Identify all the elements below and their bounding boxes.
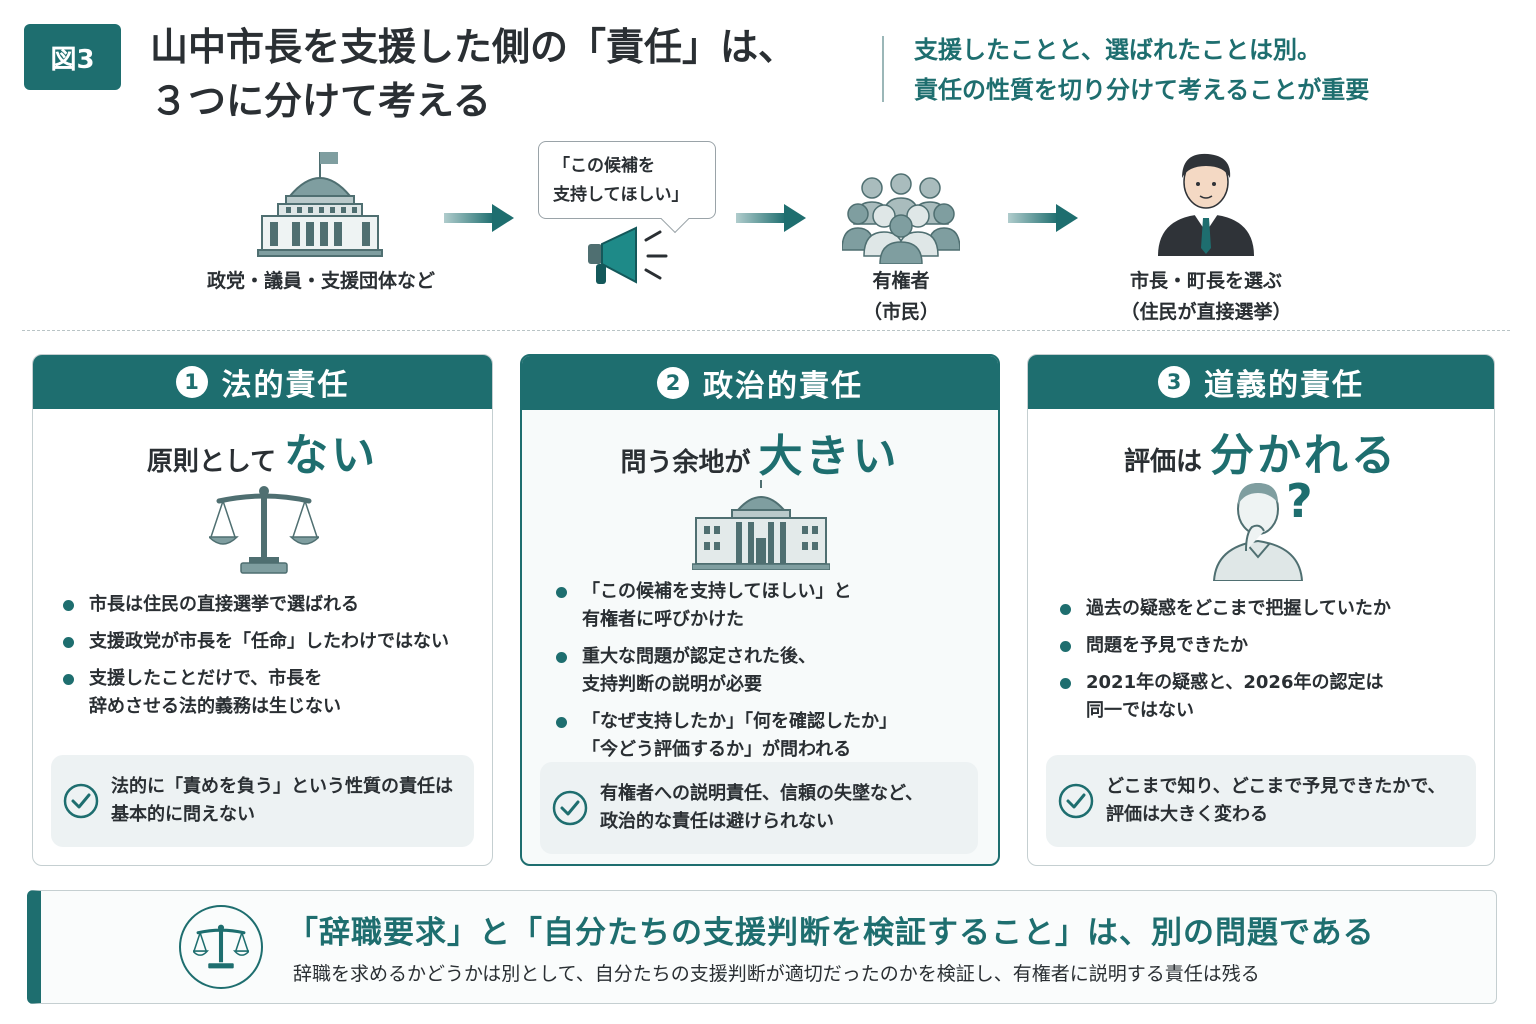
bullet-text: 「なぜ支持したか」「何を確認したか」 [582,711,897,732]
card-1-header: 1 法的責任 [33,355,492,409]
header-divider [882,36,884,102]
card-3-header: 3 道義的責任 [1028,355,1494,409]
list-item: 市長は住民の直接選挙で選ばれる [61,591,449,619]
card-2-bullets: 「この候補を支持してほしい」と有権者に呼びかけた 重大な問題が認定された後、支持… [554,578,897,773]
note-line-1: 法的に「責めを負う」という性質の責任は [111,776,453,797]
card-3-note: どこまで知り、どこまで予見できたかで、 評価は大きく変わる [1046,755,1476,847]
section-divider [22,330,1510,331]
card-2-heading: 政治的責任 [703,369,863,404]
bullet-text: 問題を予見できたか [1086,635,1248,656]
flow-step3-label: 有権者 （市民） [840,266,962,328]
card-1-bullets: 市長は住民の直接選挙で選ばれる 支援政党が市長を「任命」したわけではない 支援し… [61,591,449,730]
card-moral-responsibility: 3 道義的責任 評価は分かれる ? 過去の疑惑をどこまで把握していたか 問題を予… [1027,354,1495,866]
card-3-bullets: 過去の疑惑をどこまで把握していたか 問題を予見できたか 2021年の疑惑と、20… [1058,595,1391,734]
card-1-sub-big: ない [284,430,379,481]
figure-badge: 図3 [24,24,121,90]
flow-step1-text: 政党・議員・支援団体など [206,270,435,292]
check-circle-icon [63,783,99,819]
subtitle: 支援したことと、選ばれたことは別。 責任の性質を切り分けて考えることが重要 [914,30,1514,110]
note-line-2: 政治的な責任は避けられない [600,811,834,832]
card-3-sub-small: 評価は [1123,447,1202,477]
banner-scales-container [179,905,263,989]
list-item: 2021年の疑惑と、2026年の認定は同一ではない [1058,669,1391,725]
subtitle-line-2: 責任の性質を切り分けて考えることが重要 [914,76,1370,104]
card-1-note: 法的に「責めを負う」という性質の責任は 基本的に問えない [51,755,474,847]
card-1-sub-small: 原則として [146,447,277,477]
list-item: 過去の疑惑をどこまで把握していたか [1058,595,1391,623]
card-1-heading: 法的責任 [221,368,350,403]
check-circle-icon [552,790,588,826]
card-3-sub-big: 分かれる [1210,430,1398,481]
note-line-2: 評価は大きく変わる [1106,804,1268,825]
card-1-note-text: 法的に「責めを負う」という性質の責任は 基本的に問えない [111,773,453,829]
note-line-1: どこまで知り、どこまで予見できたかで、 [1106,776,1446,797]
list-item: 問題を予見できたか [1058,632,1391,660]
flow-step3-line-1: 有権者 [872,270,930,292]
bullet-text: 重大な問題が認定された後、 [582,646,816,667]
list-item: 「この候補を支持してほしい」と有権者に呼びかけた [554,578,897,634]
mayor-avatar-icon [1158,153,1254,256]
note-line-1: 有権者への説明責任、信頼の失墜など、 [600,783,924,804]
svg-text:?: ? [1286,477,1313,528]
title-line-1: 山中市長を支援した側の「責任」は、 [150,25,797,69]
speech-bubble: 「この候補を 支持してほしい」 [538,141,716,234]
list-item: 重大な問題が認定された後、支持判断の説明が必要 [554,643,897,699]
conclusion-banner: 「辞職要求」と「自分たちの支援判断を検証すること」は、別の問題である 辞職を求め… [27,890,1497,1004]
megaphone-icon [588,226,668,284]
thinking-person-icon: ? [1212,477,1313,581]
crowd-icon [842,173,960,264]
card-legal-responsibility: 1 法的責任 原則としてない 市長は住民の直接選挙で選ばれる 支援政党が市長を「… [32,354,493,866]
scales-icon [193,924,249,969]
card-1-number: 1 [175,366,208,398]
card-2-number: 2 [657,367,689,399]
page-title: 山中市長を支援した側の「責任」は、 ３つに分けて考える [150,20,870,128]
bullet-text-cont: 有権者に呼びかけた [582,609,744,630]
bullet-text: 支援政党が市長を「任命」したわけではない [89,631,449,652]
card-3-summary: 評価は分かれる [1028,419,1494,483]
parliament-building-icon [257,152,383,257]
bullet-text: 「この候補を支持してほしい」と [582,581,852,602]
list-item: 支援政党が市長を「任命」したわけではない [61,628,449,656]
card-2-summary: 問う余地が大きい [522,420,998,484]
flow-arrow-1 [444,204,514,232]
list-item: 「なぜ支持したか」「何を確認したか」「今どう評価するか」が問われる [554,708,897,764]
government-building-icon [692,480,830,570]
note-line-2: 基本的に問えない [111,804,255,825]
banner-title: 「辞職要求」と「自分たちの支援判断を検証すること」は、別の問題である [287,915,1375,951]
speech-line-2: 支持してほしい」 [553,185,689,205]
subtitle-line-1: 支援したことと、選ばれたことは別。 [914,36,1322,64]
bullet-text-cont: 「今どう評価するか」が問われる [582,739,852,760]
flow-step4-label: 市長・町長を選ぶ （住民が直接選挙） [1106,266,1306,328]
scales-icon [209,486,319,574]
card-2-note-text: 有権者への説明責任、信頼の失墜など、 政治的な責任は避けられない [600,780,923,836]
card-3-note-text: どこまで知り、どこまで予見できたかで、 評価は大きく変わる [1106,773,1445,829]
card-2-note: 有権者への説明責任、信頼の失墜など、 政治的な責任は避けられない [540,762,978,854]
flow-step3-line-2: （市民） [862,301,939,323]
flow-step4-line-1: 市長・町長を選ぶ [1129,270,1282,292]
bullet-text-cont: 同一ではない [1086,700,1194,721]
flow-step4-line-2: （住民が直接選挙） [1120,301,1292,323]
card-2-sub-small: 問う余地が [620,448,751,478]
flow-arrow-2 [736,204,806,232]
bullet-text: 市長は住民の直接選挙で選ばれる [89,594,359,615]
card-3-number: 3 [1158,366,1190,398]
bullet-text-cont: 辞めさせる法的義務は生じない [89,696,341,717]
title-line-2: ３つに分けて考える [150,79,491,123]
bullet-text-cont: 支持判断の説明が必要 [582,674,762,695]
bullet-text: 支援したことだけで、市長を [89,668,323,689]
bullet-text: 2021年の疑惑と、2026年の認定は [1086,672,1384,693]
card-1-summary: 原則としてない [33,419,492,483]
banner-text: 辞職を求めるかどうかは別として、自分たちの支援判断が適切だったのかを検証し、有権… [293,963,1260,985]
bullet-text: 過去の疑惑をどこまで把握していたか [1086,598,1391,619]
list-item: 支援したことだけで、市長を辞めさせる法的義務は生じない [61,665,449,721]
card-2-header: 2 政治的責任 [522,356,998,410]
card-3-heading: 道義的責任 [1204,368,1364,403]
flow-step1-label: 政党・議員・支援団体など [196,266,446,297]
card-political-responsibility: 2 政治的責任 問う余地が大きい 「この候補を支持してほしい」と有権者に呼びかけ… [520,354,1000,866]
card-2-sub-big: 大きい [758,431,900,482]
speech-line-1: 「この候補を [553,156,655,176]
check-circle-icon [1058,783,1094,819]
flow-arrow-3 [1008,204,1078,232]
